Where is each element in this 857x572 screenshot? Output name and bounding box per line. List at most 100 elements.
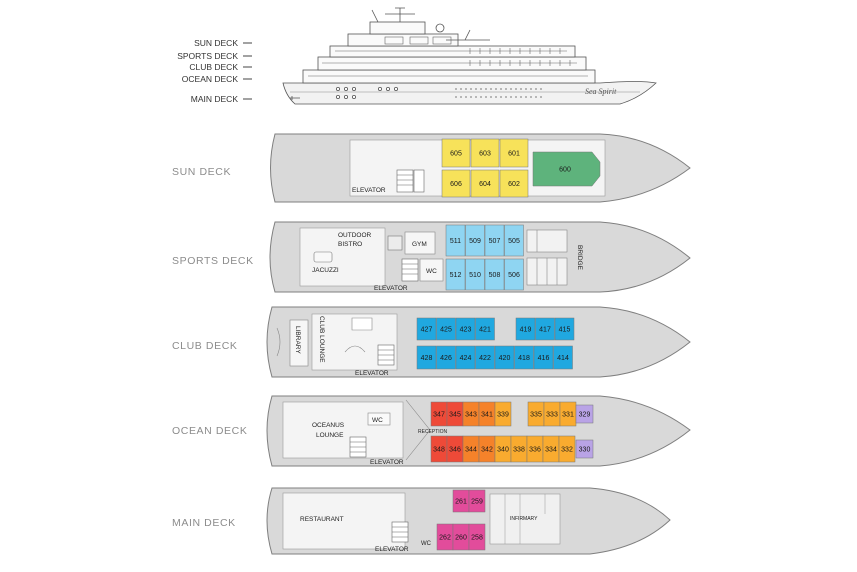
ship-label-ocean: OCEAN DECK xyxy=(182,74,239,84)
cabin-number: 605 xyxy=(450,151,462,158)
cabin-box xyxy=(436,317,456,341)
club-label-library: LIBRARY xyxy=(294,326,301,354)
cabin-416: 416 xyxy=(533,345,554,370)
cabin-number: 341 xyxy=(481,412,493,419)
main-label-elevator: ELEVATOR xyxy=(375,546,409,553)
cabin-number: 348 xyxy=(433,447,445,454)
cabin-333: 333 xyxy=(543,401,561,427)
main-label-infirmary: INFIRMARY xyxy=(510,516,538,522)
cabin-box xyxy=(441,169,471,198)
cabin-number: 426 xyxy=(440,355,452,362)
cabin-number: 332 xyxy=(561,447,573,454)
restaurant-room xyxy=(282,492,406,550)
gym-room xyxy=(404,231,436,255)
cabin-box xyxy=(465,224,485,257)
sports-label-bistro-1: OUTDOOR xyxy=(338,232,372,239)
cabin-number: 602 xyxy=(508,181,520,188)
cabin-261: 261 xyxy=(452,489,470,513)
cabin-343: 343 xyxy=(462,401,480,427)
cabin-box xyxy=(455,317,476,341)
ocean-label-lounge-1: OCEANUS xyxy=(312,422,345,429)
cabin-339: 339 xyxy=(494,401,512,427)
cabin-418: 418 xyxy=(514,345,534,370)
cabin-number: 414 xyxy=(557,355,569,362)
cabin-number: 262 xyxy=(439,535,451,542)
cabin-box xyxy=(553,345,573,370)
club-label-lounge: CLUB LOUNGE xyxy=(318,316,325,363)
cabin-box xyxy=(575,404,594,424)
cabin-box xyxy=(470,169,500,198)
cabin-number: 511 xyxy=(450,238,461,245)
cabin-347: 347 xyxy=(430,401,448,427)
cabin-number: 335 xyxy=(530,412,542,419)
reception-area xyxy=(405,399,431,461)
cabin-number: 418 xyxy=(518,355,530,362)
cabin-508: 508 xyxy=(484,258,505,291)
main-elevator-stair xyxy=(391,521,409,543)
cabin-number: 419 xyxy=(520,327,532,334)
cabin-number: 508 xyxy=(489,272,501,279)
sports-forward-rooms xyxy=(526,229,568,286)
cabin-605: 605 xyxy=(441,138,471,168)
cabin-260: 260 xyxy=(452,523,470,551)
cabin-number: 420 xyxy=(499,355,511,362)
cabin-number: 425 xyxy=(440,327,452,334)
cabin-box xyxy=(468,489,486,513)
sports-label-elevator: ELEVATOR xyxy=(374,285,408,292)
cabin-number: 258 xyxy=(471,535,483,542)
cabin-number: 604 xyxy=(479,181,491,188)
ship-name: Sea Spirit xyxy=(585,87,617,96)
cabin-number: 600 xyxy=(559,167,571,174)
cabin-505: 505 xyxy=(504,224,524,257)
cabin-number: 505 xyxy=(508,238,520,245)
club-label-elevator: ELEVATOR xyxy=(355,370,389,377)
cabin-number: 334 xyxy=(545,447,557,454)
cabin-606: 606 xyxy=(441,169,471,198)
ocean-label-wc: WC xyxy=(372,417,383,424)
cabin-number: 339 xyxy=(497,412,509,419)
cabin-number: 606 xyxy=(450,181,462,188)
cabin-box xyxy=(499,138,529,168)
cabin-512: 512 xyxy=(445,258,466,291)
sports-deck: OUTDOOR BISTRO GYM WC JACUZZI ELEVATOR B… xyxy=(269,221,691,293)
cabin-number: 330 xyxy=(579,447,591,454)
cabin-box xyxy=(558,435,576,463)
library-room xyxy=(289,319,309,367)
ship-label-club: CLUB DECK xyxy=(189,62,238,72)
cabin-box xyxy=(575,439,594,459)
jacuzzi-tub xyxy=(313,251,333,263)
cabin-number: 344 xyxy=(465,447,477,454)
ocean-wc-room xyxy=(367,412,391,426)
cabin-number: 427 xyxy=(421,327,433,334)
cabin-box xyxy=(535,317,555,341)
cabin-number: 428 xyxy=(421,355,433,362)
cabin-423: 423 xyxy=(455,317,476,341)
cabin-box xyxy=(514,345,534,370)
cabin-336: 336 xyxy=(526,435,544,463)
deck-label-sun: SUN DECK xyxy=(172,166,231,178)
ocean-label-reception: RECEPTION xyxy=(418,429,448,435)
ship-label-ticks xyxy=(243,42,252,100)
cabin-number: 340 xyxy=(497,447,509,454)
cabin-number: 343 xyxy=(465,412,477,419)
cabin-331: 331 xyxy=(559,401,577,427)
cabin-number: 333 xyxy=(546,412,558,419)
cabin-510: 510 xyxy=(465,258,485,291)
cabin-335: 335 xyxy=(527,401,545,427)
cabin-number: 510 xyxy=(469,272,481,279)
cabin-box xyxy=(441,138,471,168)
cabin-box xyxy=(475,345,495,370)
cabin-number: 507 xyxy=(489,238,501,245)
cabin-box xyxy=(475,317,495,341)
cabin-box xyxy=(465,258,485,291)
cabin-box xyxy=(532,151,601,187)
cabin-348: 348 xyxy=(430,435,448,463)
cabin-427: 427 xyxy=(416,317,437,341)
cabin-415: 415 xyxy=(554,317,575,341)
ocean-label-elevator: ELEVATOR xyxy=(370,459,404,466)
cabin-box xyxy=(416,317,437,341)
cabin-box xyxy=(494,345,515,370)
cabin-number: 336 xyxy=(529,447,541,454)
